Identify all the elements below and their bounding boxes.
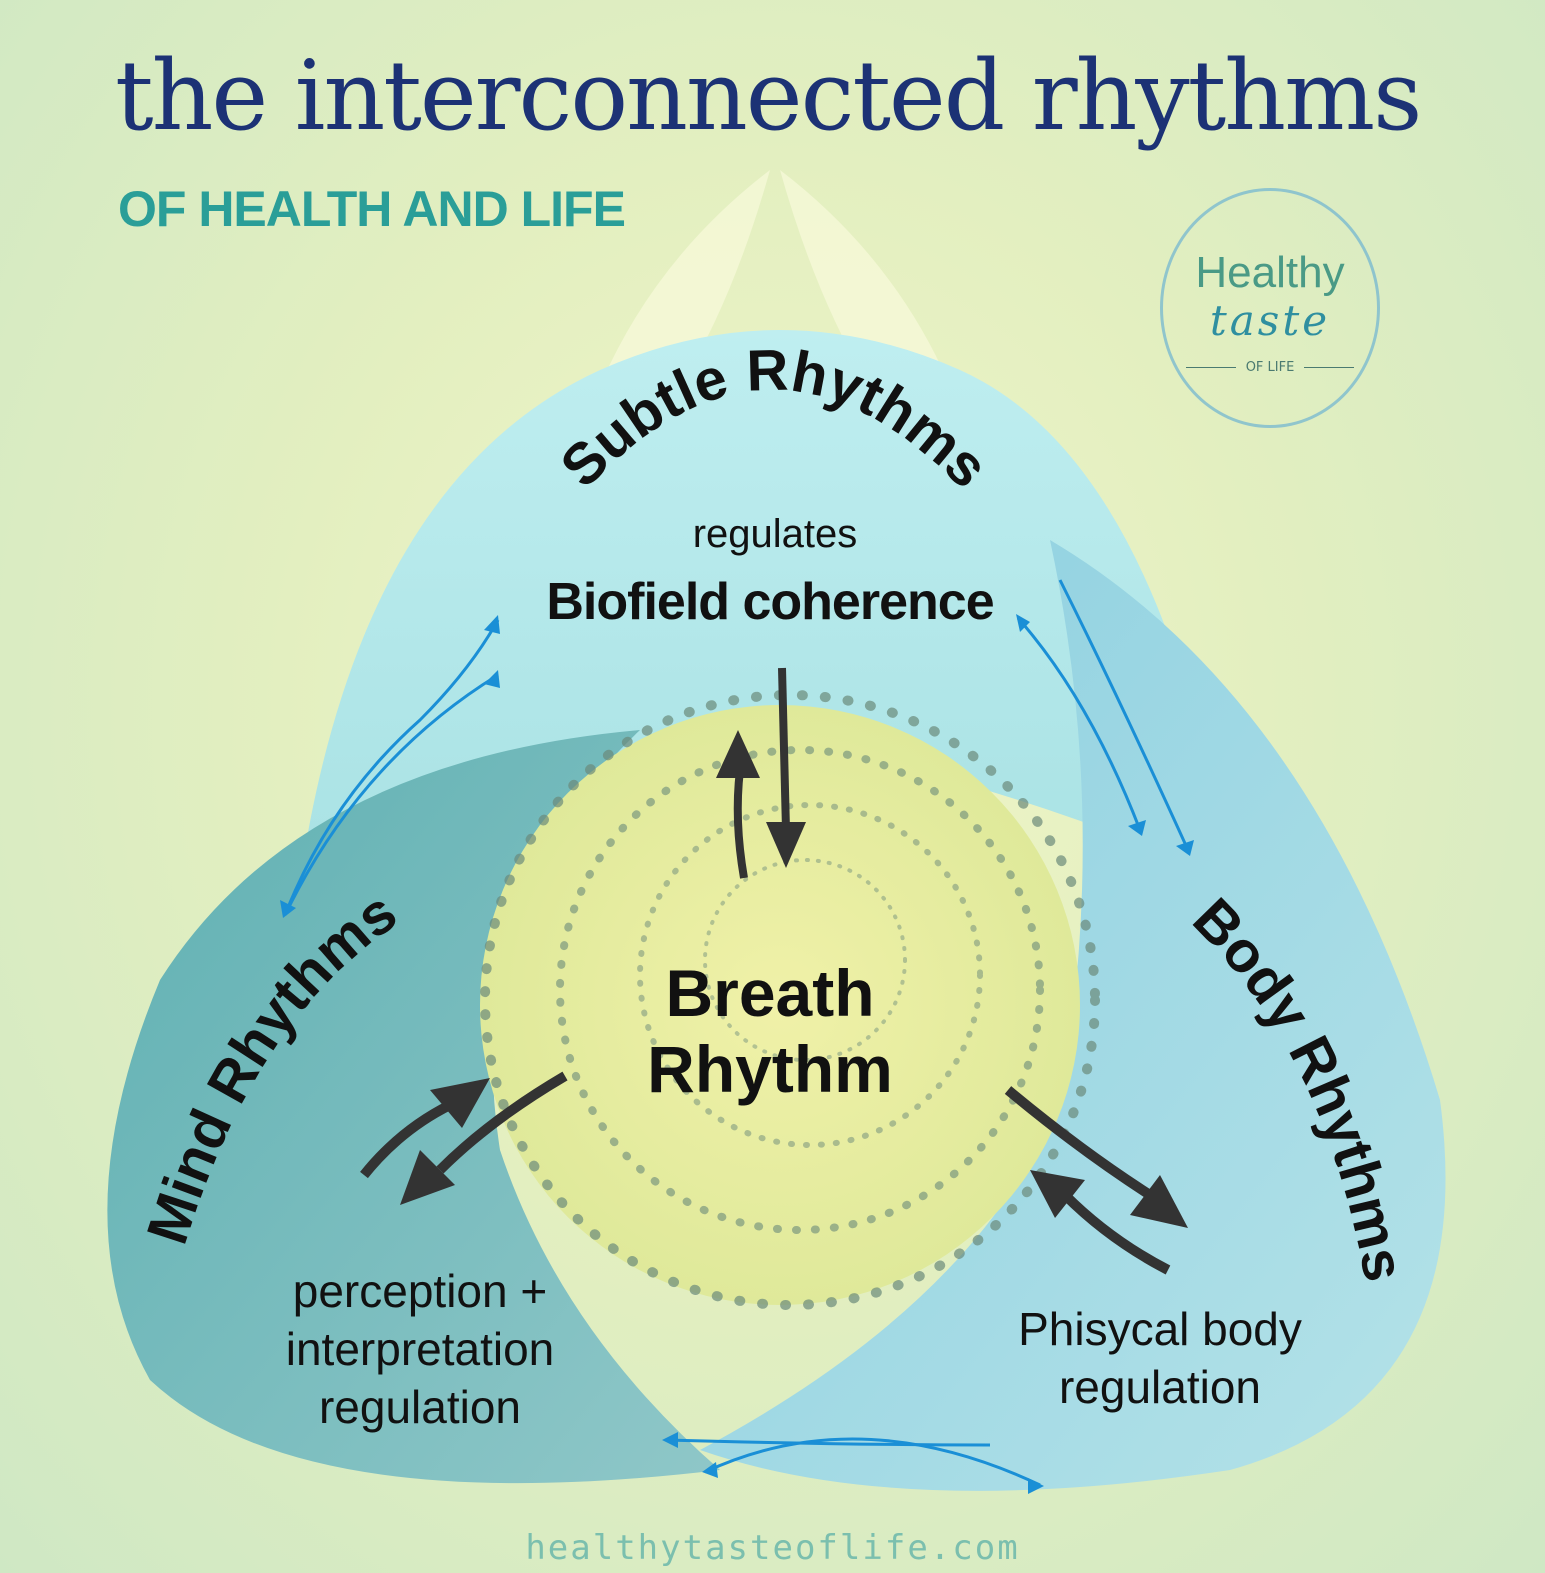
dotted-ring-inner [637, 802, 983, 1148]
arrow-up-icon [733, 769, 748, 879]
mind-rhythms-lobe [107, 730, 721, 1484]
mind-desc-line2: interpretation [285, 1323, 555, 1375]
subtle-description: Biofield coherence [546, 573, 994, 631]
arrow-from-body-icon [1061, 1191, 1171, 1275]
dark-arrows [360, 667, 1188, 1275]
website-url: healthytasteoflife.com [525, 1528, 1020, 1568]
mind-description: perception + interpretation regulation [230, 1262, 610, 1436]
logo-ring [1160, 188, 1380, 428]
blue-arrowheads [280, 614, 1194, 1494]
breath-line2: Rhythm [647, 1032, 893, 1106]
brand-logo: Healthy taste OF LIFE [1160, 188, 1380, 428]
body-desc-line1: Phisycal body [1018, 1303, 1302, 1355]
breath-rhythm-label: Breath Rhythm [580, 955, 960, 1107]
logo-line3: OF LIFE [1170, 360, 1370, 375]
dotted-ring-mid [556, 746, 1044, 1234]
page-title: the interconnected rhythms [115, 40, 1422, 152]
mind-desc-line1: perception + [292, 1265, 548, 1317]
arrow-to-mind-icon [436, 1071, 568, 1174]
logo-line2: taste [1209, 296, 1331, 345]
left-top-connector-icon [283, 619, 500, 916]
subtle-verb: regulates [692, 512, 858, 556]
logo-line1: Healthy [1195, 248, 1345, 297]
mind-desc-line3: regulation [318, 1381, 522, 1433]
bottom-connector-icon [664, 1438, 991, 1447]
arrow-from-mind-icon [360, 1100, 453, 1179]
arrow-down-icon [778, 667, 790, 831]
arrow-to-body-icon [1004, 1086, 1153, 1200]
top-right-connector-icon [1016, 617, 1142, 831]
subtle-rhythms-lobe [300, 330, 1230, 880]
body-description: Phisycal body regulation [990, 1300, 1330, 1416]
blue-connector-arrows [283, 579, 1190, 1487]
page-subtitle: OF HEALTH AND LIFE [118, 181, 626, 237]
dotted-ring-core [703, 858, 907, 1062]
body-desc-line2: regulation [1058, 1361, 1262, 1413]
breath-line1: Breath [665, 956, 875, 1030]
dotted-ring-outer [480, 690, 1100, 1310]
